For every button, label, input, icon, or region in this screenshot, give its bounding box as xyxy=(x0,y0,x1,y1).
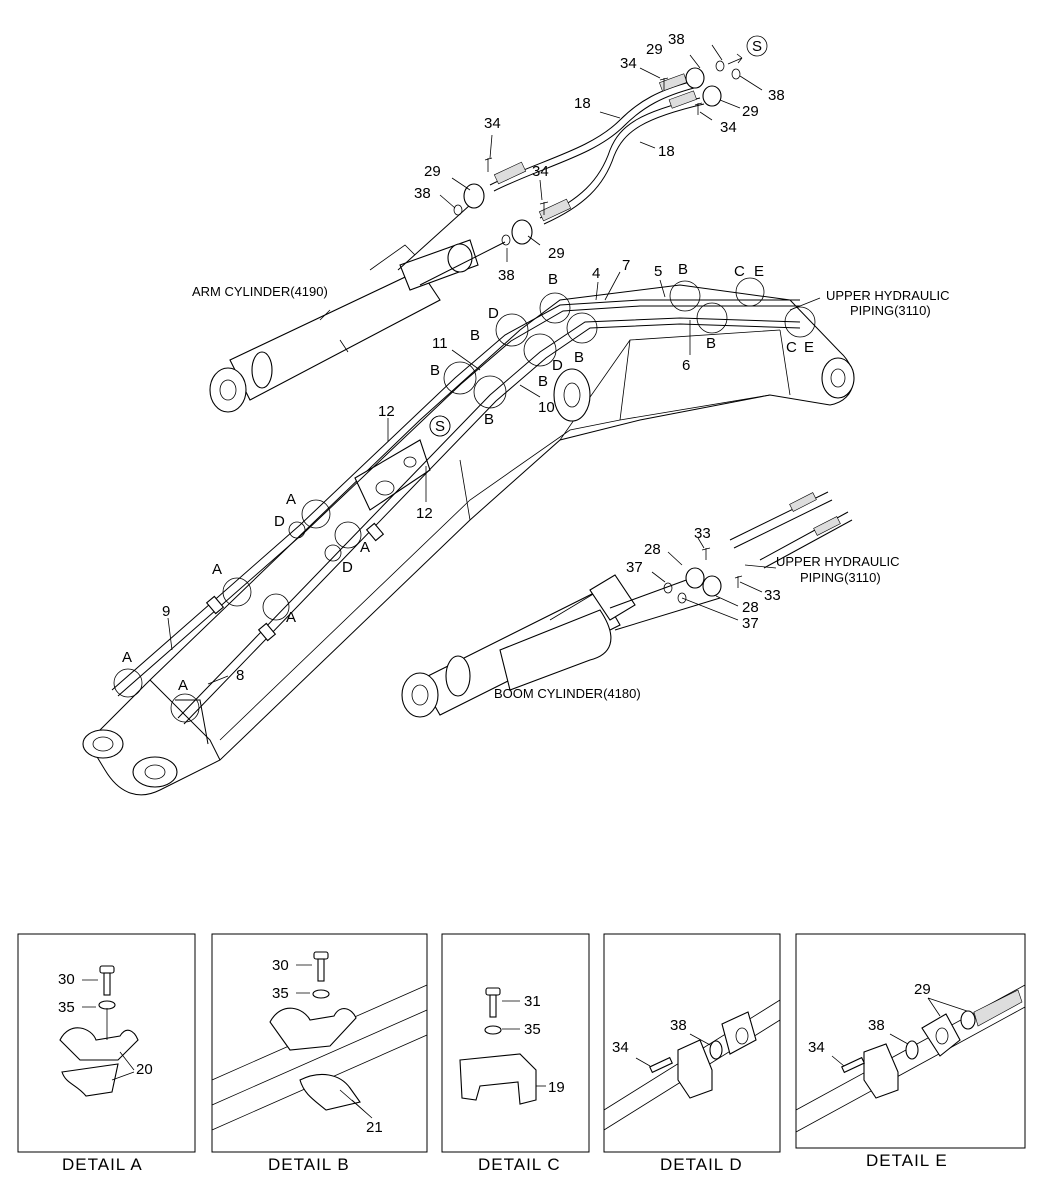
marker-e: E xyxy=(804,339,814,356)
marker-s: S xyxy=(435,418,445,435)
part-label-34: 34 xyxy=(620,55,637,72)
detail-b-title: DETAIL B xyxy=(268,1155,350,1174)
marker-d: D xyxy=(488,305,499,322)
marker-b: B xyxy=(678,261,688,278)
part-label-34: 34 xyxy=(532,163,549,180)
part-label-18: 18 xyxy=(658,143,675,160)
part-label-37: 37 xyxy=(626,559,643,576)
part-label-33: 33 xyxy=(764,587,781,604)
marker-c: C xyxy=(786,339,797,356)
marker-b: B xyxy=(470,327,480,344)
part-label-34: 34 xyxy=(484,115,501,132)
marker-d: D xyxy=(552,357,563,374)
part-label-38: 38 xyxy=(498,267,515,284)
marker-a: A xyxy=(360,539,370,556)
part-label-38: 38 xyxy=(414,185,431,202)
detail-c-label-31: 31 xyxy=(524,993,541,1010)
detail-d-panel: 34 38 DETAIL D xyxy=(603,933,781,1174)
upper-hydraulic-caption: UPPER HYDRAULIC xyxy=(826,288,950,303)
marker-b: B xyxy=(706,335,716,352)
part-label-12: 12 xyxy=(416,505,433,522)
marker-e: E xyxy=(754,263,764,280)
detail-c-label-19: 19 xyxy=(548,1079,565,1096)
marker-b: B xyxy=(548,271,558,288)
part-number-labels: 38 29 34 38 29 34 18 18 34 29 38 34 29 3… xyxy=(162,31,785,684)
boom-cylinder xyxy=(401,491,853,718)
detail-b-label-30: 30 xyxy=(272,957,289,974)
marker-a: A xyxy=(212,561,222,578)
part-label-33: 33 xyxy=(694,525,711,542)
marker-d: D xyxy=(342,559,353,576)
detail-d-label-38: 38 xyxy=(670,1017,687,1034)
detail-b-panel: 30 35 21 DETAIL B xyxy=(211,933,428,1174)
upper-hydraulic-caption: PIPING(3110) xyxy=(850,303,931,318)
part-label-38: 38 xyxy=(768,87,785,104)
hoses-18 xyxy=(453,53,743,246)
part-label-34: 34 xyxy=(720,119,737,136)
upper-hydraulic-caption: UPPER HYDRAULIC xyxy=(776,554,900,569)
captions: ARM CYLINDER(4190) BOOM CYLINDER(4180) U… xyxy=(192,284,950,701)
detail-c-title: DETAIL C xyxy=(478,1155,561,1174)
part-label-29: 29 xyxy=(646,41,663,58)
detail-b-label-35: 35 xyxy=(272,985,289,1002)
part-label-10: 10 xyxy=(538,399,555,416)
detail-a-label-30: 30 xyxy=(58,971,75,988)
detail-d-label-34: 34 xyxy=(612,1039,629,1056)
part-label-28: 28 xyxy=(644,541,661,558)
part-label-29: 29 xyxy=(424,163,441,180)
marker-a: A xyxy=(122,649,132,666)
marker-b: B xyxy=(574,349,584,366)
marker-a: A xyxy=(286,491,296,508)
detail-marker-circles xyxy=(113,277,816,723)
part-label-37: 37 xyxy=(742,615,759,632)
marker-b: B xyxy=(484,411,494,428)
hydraulic-pipes xyxy=(111,299,801,725)
detail-a-title: DETAIL A xyxy=(62,1155,143,1174)
upper-hydraulic-caption: PIPING(3110) xyxy=(800,570,881,585)
marker-c: C xyxy=(734,263,745,280)
detail-c-label-35: 35 xyxy=(524,1021,541,1038)
detail-a-label-20: 20 xyxy=(136,1061,153,1078)
part-label-9: 9 xyxy=(162,603,170,620)
marker-b: B xyxy=(430,362,440,379)
part-label-6: 6 xyxy=(682,357,690,374)
detail-d-title: DETAIL D xyxy=(660,1155,743,1174)
arm-cylinder-caption: ARM CYLINDER(4190) xyxy=(192,284,328,299)
boom-cylinder-caption: BOOM CYLINDER(4180) xyxy=(494,686,641,701)
detail-a-label-35: 35 xyxy=(58,999,75,1016)
part-label-18: 18 xyxy=(574,95,591,112)
part-label-12: 12 xyxy=(378,403,395,420)
leader-lines xyxy=(167,44,821,685)
part-label-8: 8 xyxy=(236,667,244,684)
part-label-11: 11 xyxy=(432,335,448,352)
part-label-4: 4 xyxy=(592,265,600,282)
detail-marker-labels: S S B B B B B B B B B C E C E D D D D A … xyxy=(122,35,814,694)
arm-cylinder xyxy=(209,204,506,413)
boom-assembly xyxy=(82,284,855,796)
detail-e-label-29: 29 xyxy=(914,981,931,998)
detail-e-label-38: 38 xyxy=(868,1017,885,1034)
part-label-28: 28 xyxy=(742,599,759,616)
detail-e-label-34: 34 xyxy=(808,1039,825,1056)
part-label-29: 29 xyxy=(742,103,759,120)
detail-e-title: DETAIL E xyxy=(866,1151,948,1170)
marker-a: A xyxy=(178,677,188,694)
detail-e-panel: 29 38 34 DETAIL E xyxy=(795,933,1026,1170)
marker-a: A xyxy=(286,609,296,626)
part-label-38: 38 xyxy=(668,31,685,48)
part-label-7: 7 xyxy=(622,257,630,274)
marker-b: B xyxy=(538,373,548,390)
detail-c-panel: 31 35 19 DETAIL C xyxy=(441,933,590,1174)
detail-b-label-21: 21 xyxy=(366,1119,383,1136)
detail-a-panel: 30 35 20 DETAIL A xyxy=(17,933,196,1174)
part-label-29: 29 xyxy=(548,245,565,262)
marker-d: D xyxy=(274,513,285,530)
part-label-5: 5 xyxy=(654,263,662,280)
marker-s: S xyxy=(752,38,762,55)
